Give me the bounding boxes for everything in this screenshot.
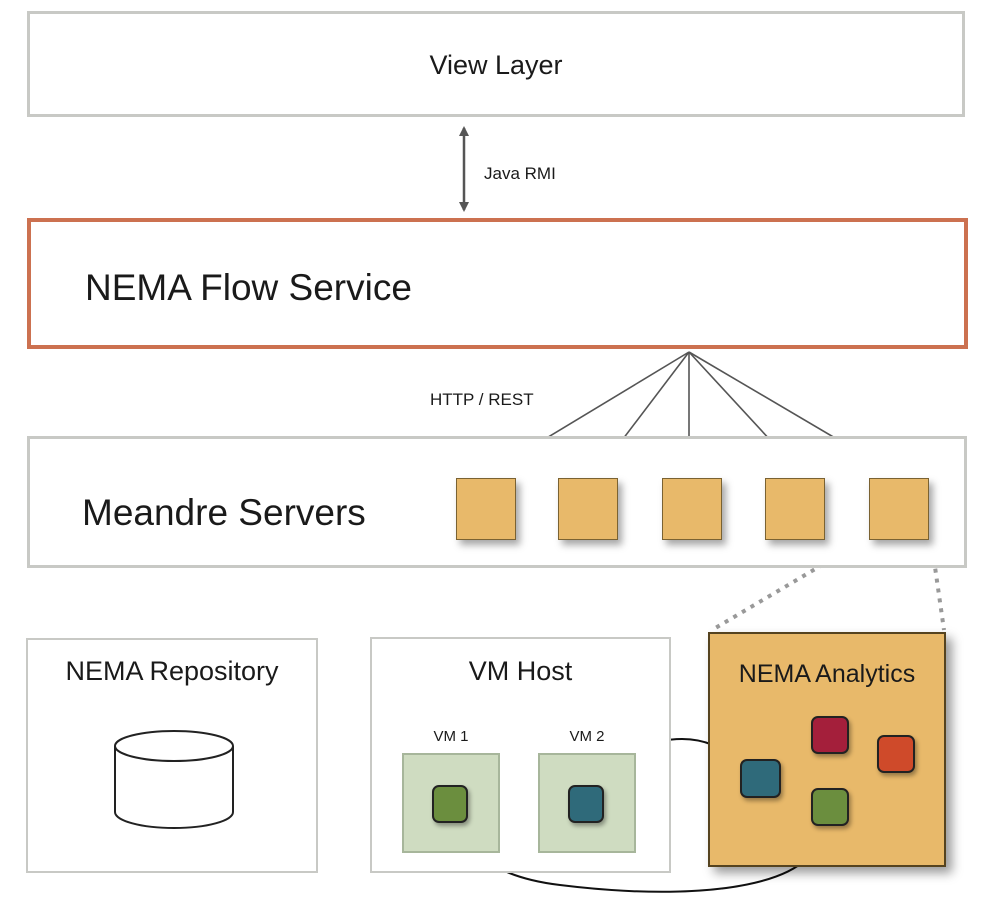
analytics-node-green: [811, 788, 849, 826]
flow-service-title: NEMA Flow Service: [85, 267, 412, 308]
analytics-node-orange: [877, 735, 915, 773]
view-layer-title: View Layer: [429, 50, 563, 80]
view-layer-box: View Layer: [27, 11, 965, 117]
meandre-server-5: [869, 478, 929, 540]
vm1-component-node: [432, 785, 468, 823]
meandre-server-1: [456, 478, 516, 540]
analytics-node-teal: [740, 759, 781, 798]
meandre-server-2: [558, 478, 618, 540]
vm1-box: [402, 753, 500, 853]
vm-host-box: VM Host VM 1 VM 2: [370, 637, 671, 873]
database-icon: [114, 730, 234, 829]
flow-service-box: NEMA Flow Service: [27, 218, 968, 349]
rest-label: HTTP / REST: [430, 390, 534, 409]
repository-box: NEMA Repository: [26, 638, 318, 873]
vm1-label: VM 1: [433, 728, 469, 745]
meandre-server-3: [662, 478, 722, 540]
rmi-label: Java RMI: [484, 164, 556, 183]
vm-host-title: VM Host: [468, 656, 573, 686]
vm2-box: [538, 753, 636, 853]
vm2-label: VM 2: [569, 728, 605, 745]
analytics-node-crimson: [811, 716, 849, 754]
meandre-servers-title: Meandre Servers: [82, 492, 366, 533]
repository-title: NEMA Repository: [65, 656, 279, 686]
analytics-title: NEMA Analytics: [738, 660, 916, 688]
meandre-server-4: [765, 478, 825, 540]
vm2-component-node: [568, 785, 604, 823]
